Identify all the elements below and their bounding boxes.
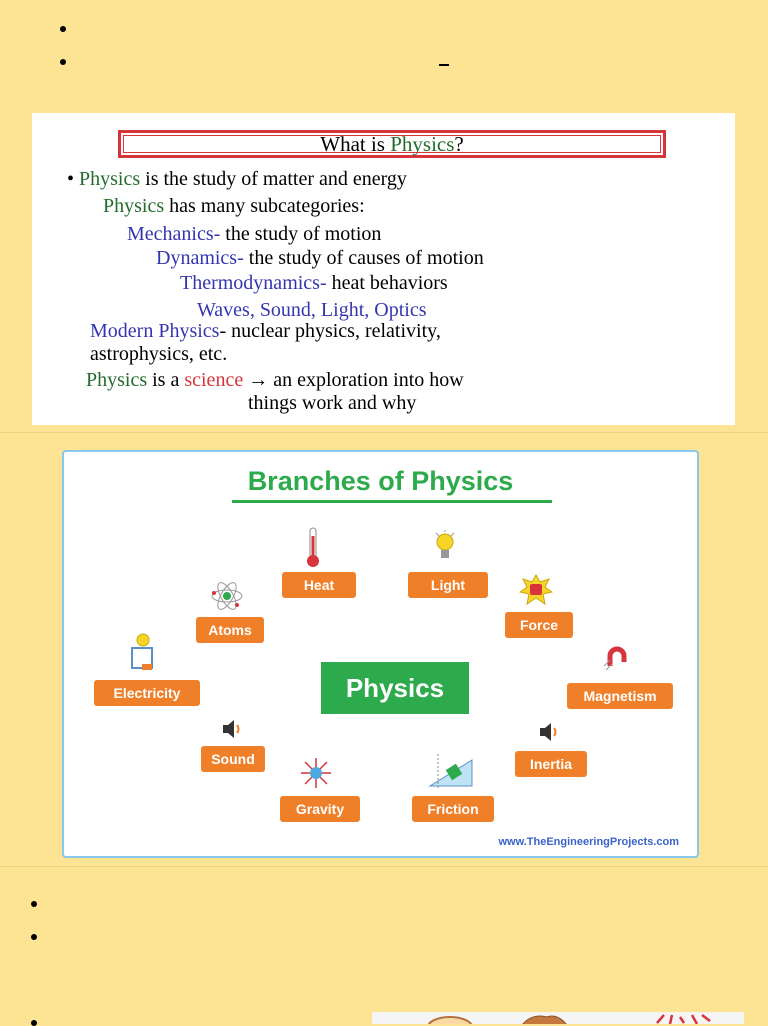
bullet-1 <box>60 26 66 32</box>
title-prefix: What is <box>320 132 391 156</box>
branch-light[interactable]: Light <box>408 572 488 598</box>
line-4: Dynamics- the study of causes of motion <box>156 247 484 270</box>
source-url: www.TheEngineeringProjects.com <box>498 836 679 848</box>
branch-force[interactable]: Force <box>505 612 573 638</box>
line-5-b: heat behaviors <box>326 272 448 294</box>
title-suffix: ? <box>454 132 464 156</box>
branches-title: Branches of Physics <box>247 466 514 496</box>
line-6: Waves, Sound, Light, Optics <box>197 299 427 321</box>
line-7: Modern Physics- nuclear physics, relativ… <box>90 320 441 343</box>
line-9-a: Physics <box>86 369 148 391</box>
fist-icon <box>519 574 553 606</box>
line-1: • Physics is the study of matter and ene… <box>67 168 407 191</box>
line-2-a: Physics <box>103 195 165 217</box>
branch-gravity[interactable]: Gravity <box>280 796 360 822</box>
branch-inertia[interactable]: Inertia <box>515 751 587 777</box>
line-2-b: has many subcategories: <box>164 195 365 217</box>
bulb-circuit-icon <box>131 633 153 670</box>
branch-electricity[interactable]: Electricity <box>94 680 200 706</box>
line-9: Physics is a science → an exploration in… <box>86 369 464 392</box>
divider-1 <box>0 432 768 433</box>
line-9-d: → an exploration into how <box>243 369 464 391</box>
line-3: Mechanics- the study of motion <box>127 223 381 246</box>
thermometer-icon <box>307 527 319 567</box>
cartoon-image-fragment <box>372 1012 744 1024</box>
magnet-icon <box>603 646 627 671</box>
atom-icon <box>211 582 243 610</box>
branch-sound[interactable]: Sound <box>201 746 265 772</box>
line-7-a: Modern Physics <box>90 320 220 342</box>
line-9-c: science <box>184 369 244 391</box>
line-5: Thermodynamics- heat behaviors <box>180 272 448 295</box>
line-7-b: - nuclear physics, relativity, <box>219 320 441 342</box>
line-1-b: is the study of matter and energy <box>140 168 407 190</box>
line-5-a: Thermodynamics- <box>180 272 327 294</box>
speaker-icon-inertia <box>540 723 557 741</box>
branch-heat[interactable]: Heat <box>282 572 356 598</box>
slide-title: What is Physics? <box>118 130 666 158</box>
physics-center-box: Physics <box>321 662 469 714</box>
bullet-3 <box>31 901 37 907</box>
incline-block-icon <box>428 754 473 790</box>
speaker-icon-sound <box>223 720 240 738</box>
what-is-physics-slide: What is Physics? • Physics is the study … <box>32 113 735 425</box>
branch-friction[interactable]: Friction <box>412 796 494 822</box>
line-8: astrophysics, etc. <box>90 343 228 365</box>
dash-mark <box>439 64 449 66</box>
line-4-b: the study of causes of motion <box>243 247 484 269</box>
cartoon-illustration-icon <box>427 1014 711 1024</box>
divider-2 <box>0 866 768 867</box>
line-1-a: Physics <box>79 168 141 190</box>
lightbulb-icon <box>435 530 455 558</box>
line-10: things work and why <box>248 392 417 414</box>
bullet-2 <box>60 59 66 65</box>
line-1-bullet: • <box>67 168 80 190</box>
line-4-a: Dynamics- <box>156 247 244 269</box>
starburst-icon <box>301 758 331 788</box>
branches-slide: Branches of Physics <box>62 450 699 858</box>
line-9-b: is a <box>147 369 185 391</box>
title-word: Physics <box>390 132 455 156</box>
branch-magnetism[interactable]: Magnetism <box>567 683 673 709</box>
title-underline <box>232 500 552 503</box>
bullet-5 <box>31 1020 37 1026</box>
line-2: Physics has many subcategories: <box>103 195 365 218</box>
line-3-a: Mechanics- <box>127 223 221 245</box>
line-3-b: the study of motion <box>220 223 382 245</box>
bullet-4 <box>31 934 37 940</box>
branch-atoms[interactable]: Atoms <box>196 617 264 643</box>
